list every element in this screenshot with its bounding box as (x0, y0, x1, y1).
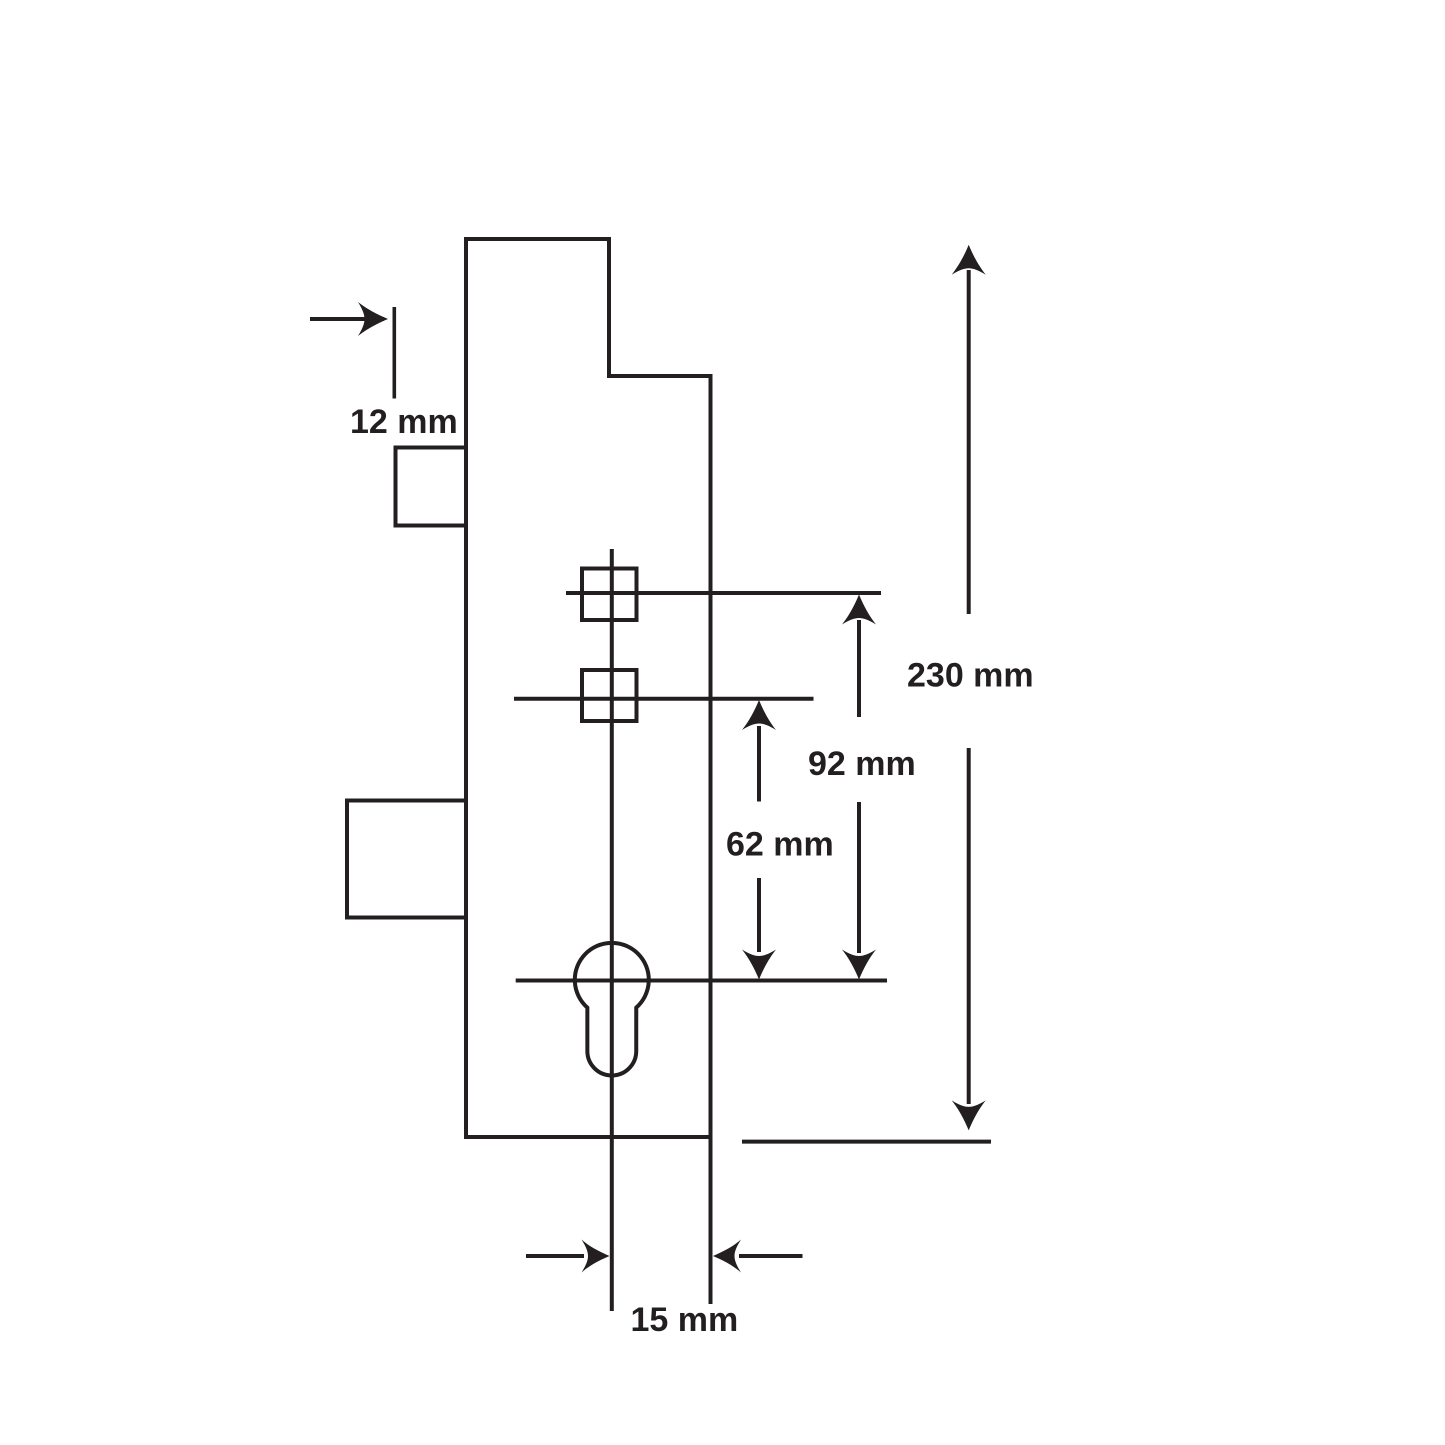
svg-text:15 mm: 15 mm (631, 1301, 739, 1339)
svg-text:62 mm: 62 mm (726, 826, 834, 864)
svg-text:230 mm: 230 mm (907, 657, 1034, 695)
svg-text:12 mm: 12 mm (350, 403, 458, 441)
svg-text:92 mm: 92 mm (808, 745, 916, 783)
